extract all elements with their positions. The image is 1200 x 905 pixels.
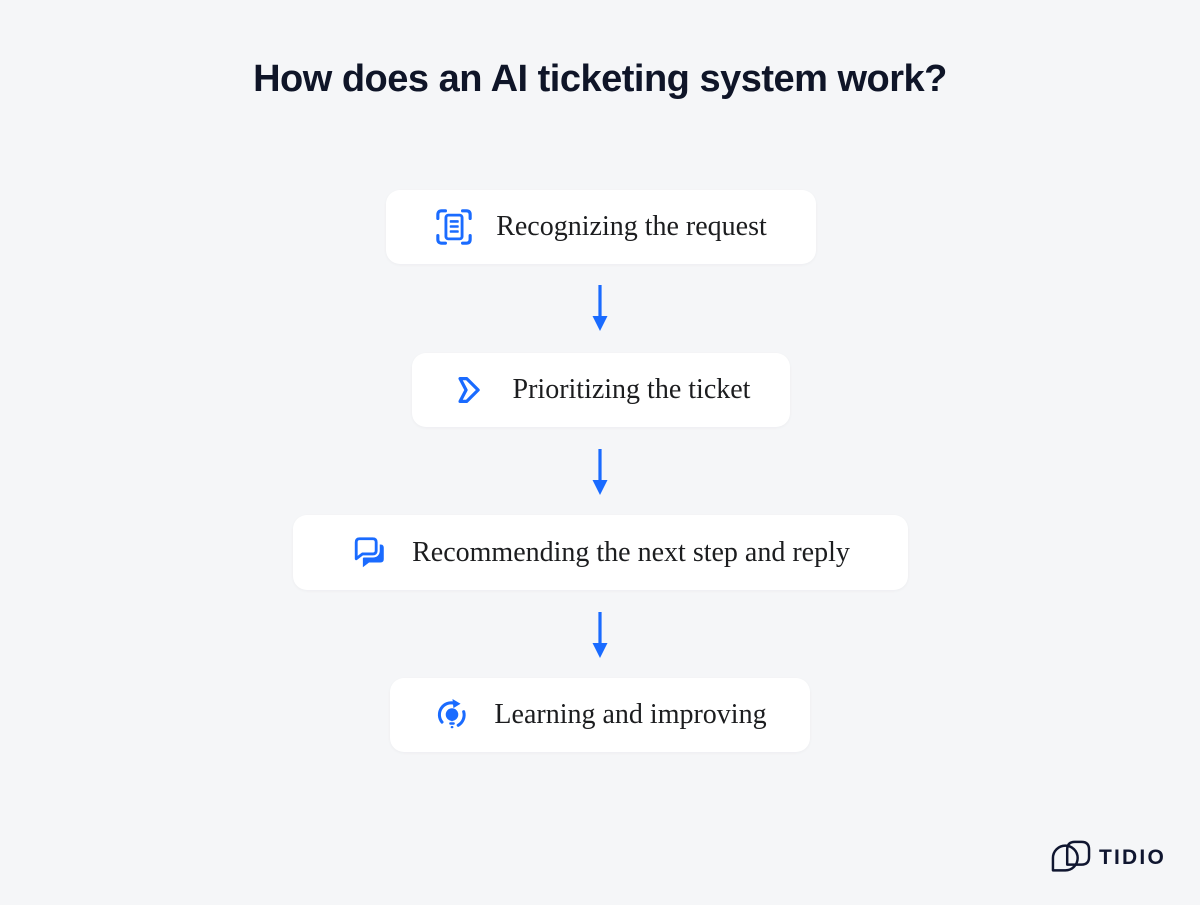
down-arrow-icon xyxy=(588,282,612,332)
tidio-logomark-icon xyxy=(1050,839,1092,877)
step-label: Learning and improving xyxy=(494,699,767,730)
down-arrow-icon xyxy=(588,446,612,496)
page-title: How does an AI ticketing system work? xyxy=(253,58,947,100)
scan-document-icon xyxy=(435,208,473,246)
step-card-learning: Learning and improving xyxy=(390,678,810,752)
tidio-logo: TIDIO xyxy=(1050,839,1166,877)
tidio-wordmark: TIDIO xyxy=(1099,846,1166,869)
step-card-prioritizing: Prioritizing the ticket xyxy=(412,353,790,427)
down-arrow-icon xyxy=(588,609,612,659)
step-label: Recognizing the request xyxy=(496,211,767,242)
lightbulb-refresh-icon xyxy=(433,696,471,734)
step-card-recommending: Recommending the next step and reply xyxy=(293,515,908,590)
step-label: Recommending the next step and reply xyxy=(412,536,850,568)
step-card-recognizing: Recognizing the request xyxy=(386,190,816,264)
priority-arrow-icon xyxy=(452,371,490,409)
chat-bubbles-icon xyxy=(351,534,389,572)
step-label: Prioritizing the ticket xyxy=(512,374,751,405)
